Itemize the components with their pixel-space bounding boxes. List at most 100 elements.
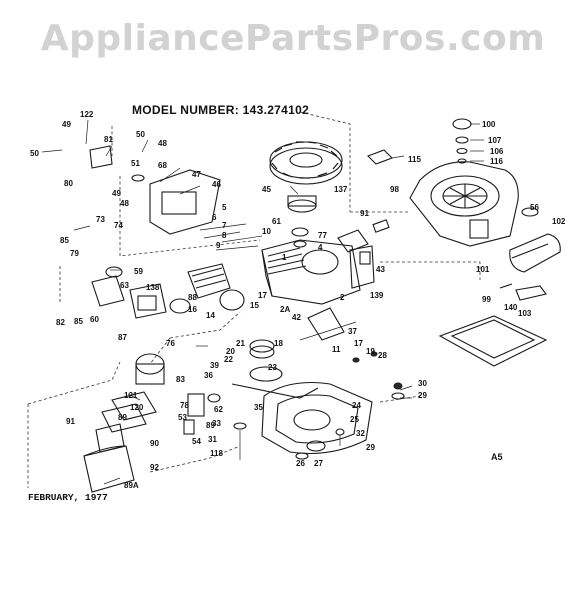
callout-number: 106 [490, 147, 504, 156]
dashed-outline-lines [27, 111, 481, 488]
callout-number: 42 [292, 313, 301, 322]
callout-number: 62 [214, 405, 223, 414]
callout-number: 88 [188, 293, 197, 302]
callout-number: 89 [118, 413, 127, 422]
callout-number: 122 [80, 110, 94, 119]
callout-number: 99 [482, 295, 491, 304]
callout-number: 28 [378, 351, 387, 360]
callout-number: 2 [340, 293, 345, 302]
callout-number: 92 [150, 463, 159, 472]
callout-number: 17 [354, 339, 363, 348]
callout-number: 14 [206, 311, 215, 320]
callout-number: 33 [212, 419, 221, 428]
callout-number: 54 [192, 437, 201, 446]
callout-number: 17 [258, 291, 267, 300]
callout-number: 25 [350, 415, 359, 424]
callout-number: 89 [206, 421, 215, 430]
callout-number: 18 [274, 339, 283, 348]
linkage-drawing [199, 223, 263, 251]
callout-number: 121 [124, 391, 138, 400]
callout-number: 53 [178, 413, 187, 422]
callout-number: 35 [254, 403, 263, 412]
starter-cap-drawing [452, 118, 472, 164]
watermark-text: AppliancePartsPros.com [40, 18, 546, 59]
callout-number: 79 [70, 249, 79, 258]
callout-number: 48 [120, 199, 129, 208]
callout-number: 5 [222, 203, 227, 212]
callout-number: 29 [418, 391, 427, 400]
callout-number: 77 [318, 231, 327, 240]
callout-number: 68 [158, 161, 167, 170]
engine-block-drawing [261, 229, 375, 305]
callout-number: 89A [124, 481, 139, 490]
callout-number: 51 [131, 159, 140, 168]
callout-number: 1 [282, 253, 287, 262]
callout-number: 87 [118, 333, 127, 342]
callout-number: 49 [62, 120, 71, 129]
callout-number: 9 [216, 241, 221, 250]
callout-number: 118 [210, 449, 223, 458]
callout-number: 81 [104, 135, 113, 144]
callout-number: 22 [224, 355, 233, 364]
page-code-label: A5 [491, 452, 503, 462]
callout-number: 50 [136, 130, 145, 139]
callout-number: 8 [222, 231, 227, 240]
callout-number: 139 [370, 291, 384, 300]
callout-number: 74 [114, 221, 123, 230]
callout-number: 61 [272, 217, 281, 226]
callout-number: 101 [476, 265, 490, 274]
callout-number: 6 [212, 213, 217, 222]
blower-housing-drawing [409, 161, 519, 247]
callout-number: 11 [332, 345, 341, 354]
callout-number: 83 [176, 375, 185, 384]
air-cleaner-drawing [499, 207, 561, 301]
callout-number: 138 [146, 283, 160, 292]
callout-number: 10 [262, 227, 271, 236]
decal-drawing [367, 149, 393, 165]
callout-number: 78 [180, 401, 189, 410]
callout-number: 103 [518, 309, 532, 318]
crankshaft-drawing [231, 307, 357, 399]
callout-number: 47 [192, 170, 201, 179]
callout-number: 50 [30, 149, 39, 158]
callout-number: 91 [66, 417, 75, 426]
callout-number: 98 [390, 185, 399, 194]
callout-number: 91 [360, 209, 369, 218]
callout-number: 73 [96, 215, 105, 224]
fuel-tank-drawing [83, 353, 165, 493]
callout-number: 85 [60, 236, 69, 245]
callout-number: 29 [366, 443, 375, 452]
callout-number: 2A [280, 305, 290, 314]
callout-number: 43 [376, 265, 385, 274]
callout-number: 31 [208, 435, 217, 444]
callout-number: 45 [262, 185, 271, 194]
carburetor-drawing [91, 266, 191, 319]
flywheel-hub-drawing [287, 195, 317, 248]
engine-base-drawing [261, 381, 373, 460]
callout-number: 116 [490, 157, 503, 166]
callout-number: 27 [314, 459, 323, 468]
callout-number: 107 [488, 136, 502, 145]
callout-number: 115 [408, 155, 421, 164]
callout-leader-lines [41, 119, 484, 485]
callout-number: 16 [188, 305, 197, 314]
callout-number: 120 [130, 403, 144, 412]
callout-number: 80 [64, 179, 73, 188]
callout-number: 90 [150, 439, 159, 448]
callout-number: 15 [250, 301, 259, 310]
callout-number: 20 [226, 347, 235, 356]
callout-number: 102 [552, 217, 566, 226]
flywheel-fan-drawing [269, 141, 343, 185]
callout-number: 26 [296, 459, 305, 468]
callout-number: 46 [212, 180, 221, 189]
callout-number: 140 [504, 303, 518, 312]
callout-number: 76 [166, 339, 175, 348]
muffler-drawing [187, 263, 245, 311]
callout-number: 30 [418, 379, 427, 388]
callout-number: 48 [158, 139, 167, 148]
callout-number: 85 [74, 317, 83, 326]
callout-number: 19 [366, 347, 375, 356]
callout-number: 4 [318, 243, 323, 252]
